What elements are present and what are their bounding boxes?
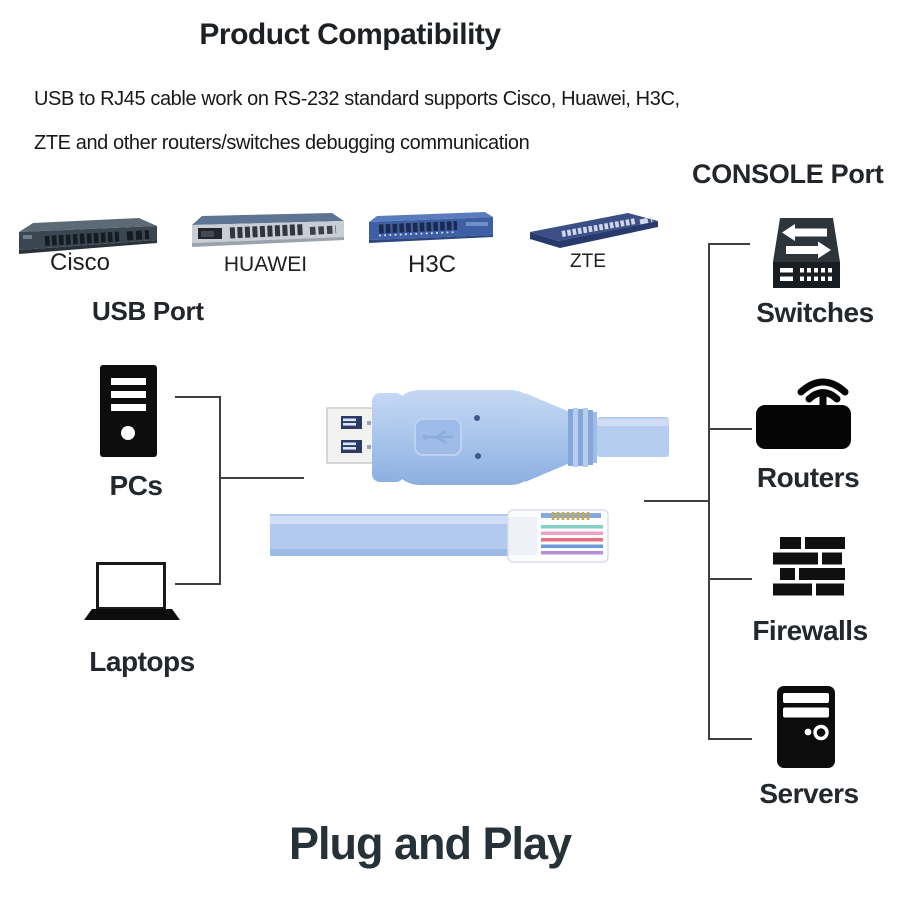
brand-label-zte: ZTE: [570, 251, 606, 272]
huawei-switch-photo: [192, 213, 344, 247]
h3c-switch-photo: [369, 212, 493, 243]
usb-port-heading: USB Port: [92, 296, 204, 326]
zte-switch-photo: [530, 213, 658, 248]
brand-label-h3c: H3C: [407, 251, 456, 278]
console-device-label-switches: Switches: [756, 297, 874, 328]
brand-label-huawei: HUAWEI: [223, 253, 308, 276]
description-line-1: USB to RJ45 cable work on RS-232 standar…: [34, 88, 680, 110]
desktop-tower-icon: [100, 365, 157, 457]
usb-device-label-laptops: Laptops: [89, 646, 195, 677]
connector-line-right-vertical: [708, 243, 710, 740]
firewall-brick-icon: [773, 537, 845, 596]
console-device-label-routers: Routers: [756, 462, 860, 493]
connector-line-servers-branch: [708, 738, 752, 740]
console-device-label-firewalls: Firewalls: [752, 615, 868, 646]
console-device-label-servers: Servers: [759, 778, 859, 809]
connector-line-firewalls-branch: [708, 578, 752, 580]
console-port-heading: CONSOLE Port: [692, 159, 884, 189]
connector-line-left-vertical: [219, 396, 221, 585]
plug-and-play-tagline: Plug and Play: [288, 818, 572, 869]
connector-line-left-cable-branch: [219, 477, 304, 479]
cisco-switch-photo: [19, 218, 157, 254]
description-line-2: ZTE and other routers/switches debugging…: [34, 132, 530, 154]
network-switch-icon: [773, 218, 840, 288]
laptop-icon: [84, 562, 180, 620]
connector-line-switches-branch: [708, 243, 750, 245]
connector-line-routers-branch: [708, 428, 752, 430]
usb-to-rj45-cable-usb-end: [326, 390, 669, 485]
usb-device-label-pcs: PCs: [109, 470, 163, 501]
connector-line-right-cable-branch: [644, 500, 710, 502]
brand-label-cisco: Cisco: [49, 249, 110, 276]
page-title: Product Compatibility: [199, 18, 501, 51]
usb-to-rj45-cable-rj45-end: [270, 509, 609, 563]
server-tower-icon: [777, 686, 835, 768]
wifi-router-icon: [756, 378, 851, 449]
connector-line-laptop-branch: [175, 583, 221, 585]
connector-line-pc-branch: [175, 396, 221, 398]
